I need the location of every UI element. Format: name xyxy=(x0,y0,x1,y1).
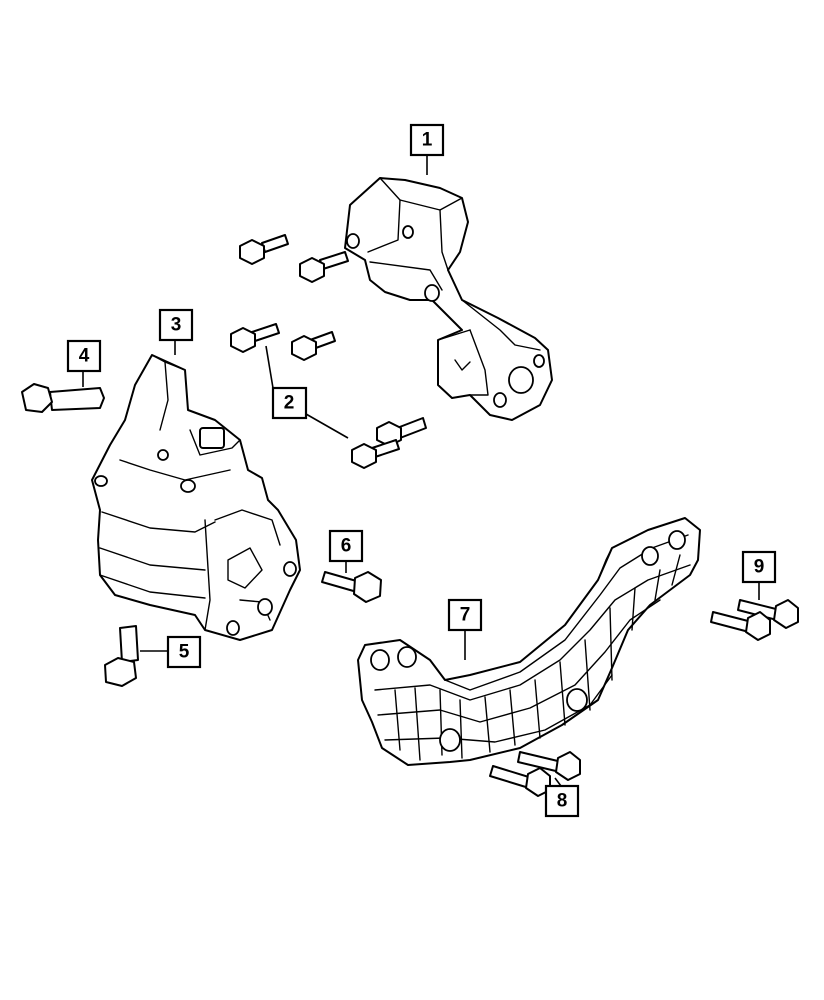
bolt-2c xyxy=(230,323,280,353)
part-7-crossmember-bracket xyxy=(357,517,701,766)
callout-8: 8 xyxy=(544,784,580,818)
callout-4-label: 4 xyxy=(79,346,90,367)
callout-9: 9 xyxy=(741,550,777,584)
callout-5-label: 5 xyxy=(179,642,190,663)
callout-6-label: 6 xyxy=(341,536,352,557)
leader-2a xyxy=(265,345,274,389)
leader-lines xyxy=(82,155,760,787)
leader-8 xyxy=(554,777,562,787)
bolt-2a xyxy=(239,234,289,265)
callout-2: 2 xyxy=(271,386,308,420)
part-1-mount-bracket xyxy=(344,177,553,421)
callout-5: 5 xyxy=(166,635,202,669)
part-4-bolt xyxy=(21,383,105,413)
callout-7: 7 xyxy=(447,598,483,632)
part-2-bolts xyxy=(230,234,427,469)
crossmember-lattice xyxy=(374,554,691,761)
part-5-stud xyxy=(104,625,139,687)
callout-1-label: 1 xyxy=(422,130,433,151)
part-3-engine-mount xyxy=(91,354,301,641)
part-6-bolt xyxy=(321,571,382,603)
callout-1: 1 xyxy=(409,123,445,157)
bolt-2d xyxy=(291,331,336,361)
callout-6: 6 xyxy=(328,529,364,563)
leader-2b xyxy=(305,413,349,439)
part-9-bolts xyxy=(710,599,799,641)
bolt-2b xyxy=(299,251,349,283)
bolt-2e xyxy=(376,417,427,447)
callout-9-label: 9 xyxy=(754,557,765,578)
bolt-2f xyxy=(351,439,400,469)
callout-7-label: 7 xyxy=(460,605,471,626)
callout-8-label: 8 xyxy=(557,791,568,812)
part-8-bolts xyxy=(489,751,581,797)
callout-3: 3 xyxy=(158,308,194,342)
callout-2-label: 2 xyxy=(284,393,295,414)
callout-4: 4 xyxy=(66,339,102,373)
callout-3-label: 3 xyxy=(171,315,182,336)
